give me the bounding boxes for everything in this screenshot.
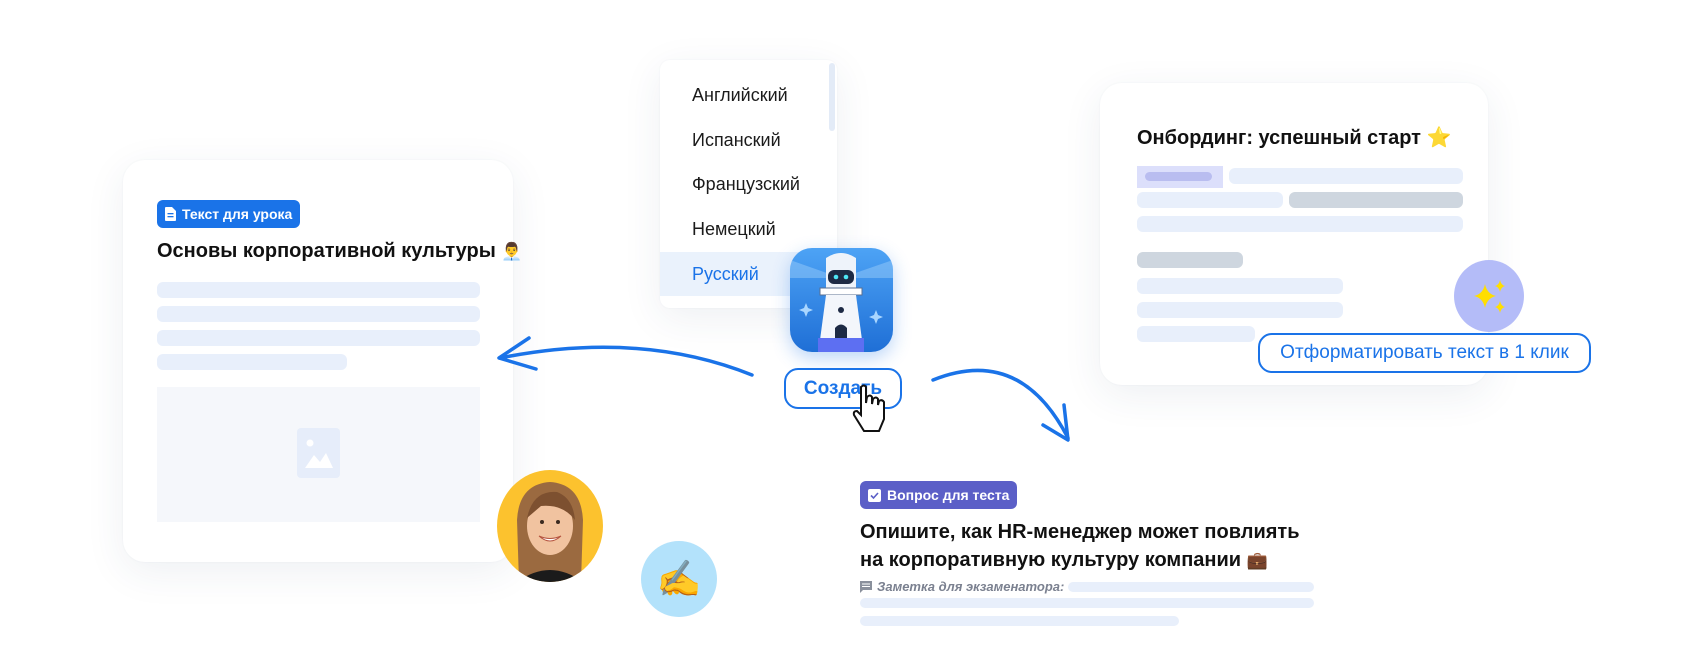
text-placeholder xyxy=(157,306,480,322)
quiz-question-badge: Вопрос для теста xyxy=(860,481,1018,509)
star-emoji: ⭐ xyxy=(1426,127,1452,149)
scrollbar[interactable] xyxy=(829,63,835,131)
text-placeholder xyxy=(1137,278,1343,294)
office-worker-emoji: 👨‍💼 xyxy=(501,242,523,261)
lesson-text-badge: Текст для урока xyxy=(157,200,301,228)
highlighted-text xyxy=(1137,166,1223,188)
hand-cursor-icon xyxy=(852,384,885,432)
badge-label: Текст для урока xyxy=(182,206,293,222)
lesson-title-text: Основы корпоративной культуры xyxy=(157,240,496,262)
onboarding-title-text: Онбординг: успешный старт xyxy=(1137,127,1421,149)
heading-placeholder xyxy=(1137,252,1243,268)
lighthouse-robot-icon xyxy=(790,248,893,352)
person-photo xyxy=(517,482,583,582)
quiz-question-title: Опишите, как HR-менеджер может повлиять … xyxy=(860,518,1300,575)
format-text-button[interactable]: Отформатировать текст в 1 клик xyxy=(1258,333,1591,373)
text-placeholder xyxy=(157,354,347,370)
sparkle-badge xyxy=(1454,260,1524,332)
examiner-note: Заметка для экзаменатора: xyxy=(860,579,1064,594)
language-option-german[interactable]: Немецкий xyxy=(692,219,776,239)
comment-icon xyxy=(860,580,872,593)
checkbox-icon xyxy=(868,488,881,502)
language-option-spanish[interactable]: Испанский xyxy=(692,130,781,150)
text-placeholder xyxy=(860,598,1314,608)
quiz-title-line: на корпоративную культуру компании xyxy=(860,549,1242,571)
examiner-note-label: Заметка для экзаменатора: xyxy=(877,579,1065,594)
sparkles-icon xyxy=(1474,280,1505,313)
image-placeholder xyxy=(157,387,480,522)
text-placeholder xyxy=(1289,192,1463,208)
text-placeholder xyxy=(1137,326,1255,342)
language-option-french[interactable]: Французский xyxy=(692,174,800,194)
avatar xyxy=(497,470,603,582)
text-placeholder xyxy=(1137,302,1343,318)
text-placeholder xyxy=(1137,216,1463,232)
text-placeholder xyxy=(1068,582,1314,592)
image-icon xyxy=(297,428,340,478)
document-icon xyxy=(165,207,176,221)
onboarding-title: Онбординг: успешный старт ⭐ xyxy=(1137,125,1451,150)
lesson-title: Основы корпоративной культуры 👨‍💼 xyxy=(157,240,523,263)
text-placeholder xyxy=(157,330,480,346)
writing-hand-badge: ✍️ xyxy=(641,541,717,617)
writing-hand-emoji: ✍️ xyxy=(656,558,702,599)
language-option-english[interactable]: Английский xyxy=(692,85,788,105)
text-placeholder xyxy=(1229,168,1463,184)
quiz-title-line: Опишите, как HR-менеджер может повлиять xyxy=(860,521,1300,543)
text-placeholder xyxy=(860,616,1179,626)
badge-label: Вопрос для теста xyxy=(887,487,1010,503)
text-placeholder xyxy=(157,282,480,298)
briefcase-emoji: 💼 xyxy=(1246,551,1268,570)
text-placeholder xyxy=(1137,192,1283,208)
